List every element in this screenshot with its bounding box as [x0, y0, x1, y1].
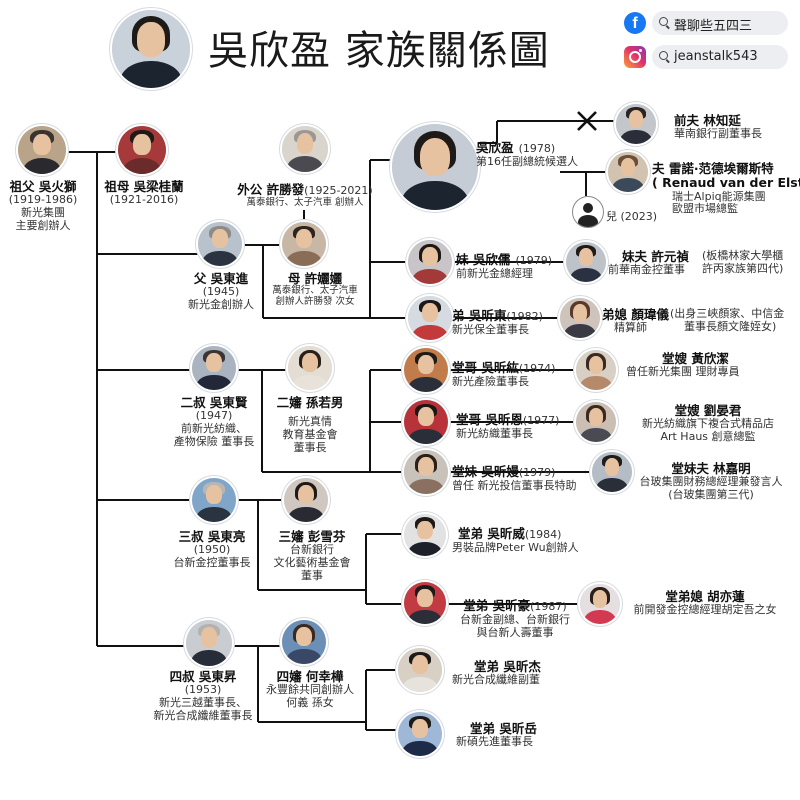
- grandmother-portrait: [118, 126, 166, 174]
- brother-portrait: [408, 296, 452, 340]
- brother-wife-label: 弟媳 顏瑋儀 精算師: [602, 307, 669, 335]
- brother-label: 弟 吳昕東(1982) 新光保全董事長: [452, 308, 543, 337]
- grandmother-label: 祖母 吳梁桂蘭 (1921-2016): [104, 179, 184, 207]
- sister-portrait: [408, 240, 452, 284]
- sister-husband-note: (板橋林家大學櫃 許丙家族第四代): [702, 249, 784, 275]
- instagram-icon: [624, 46, 646, 68]
- self-label: 吳欣盈 (1978) 第16任副總統候選人: [476, 140, 578, 169]
- cousin-xinyuan-portrait: [404, 450, 448, 494]
- self-portrait: [392, 124, 478, 210]
- brother-wife-note: (出身三峽顏家、中信金 董事長顏文隆姪女): [670, 307, 785, 333]
- cousin-hongzhe-wife-portrait: [576, 350, 616, 390]
- aunt4-portrait: [282, 620, 326, 664]
- cousin-xinjie-label: 堂弟 吳昕杰 新光合成纖維副董: [452, 659, 541, 687]
- uncle2-label: 二叔 吳東賢 (1947) 前新光紡織、 產物保險 董事長: [173, 395, 255, 448]
- cousin-xinjie-portrait: [398, 648, 442, 692]
- sister-label: 妹 吳欣儒 (1979) 前新光金總經理: [456, 252, 553, 281]
- maternal-grandfather-label: 外公 許勝發(1925-2021) 萬泰銀行、太子汽車 創辦人: [237, 182, 373, 209]
- cousin-xinen-wife-label: 堂嫂 劉晏君 新光紡織旗下複合式精品店 Art Haus 創意總監: [642, 403, 774, 444]
- uncle4-portrait: [186, 620, 232, 666]
- instagram-handle[interactable]: jeanstalk543: [652, 45, 788, 69]
- aunt3-label: 三嬸 彭雪芬 台新銀行 文化藝術基金會 董事: [273, 529, 351, 582]
- grandfather-portrait: [18, 126, 66, 174]
- uncle2-portrait: [192, 346, 236, 390]
- cousin-xinyuan-husband-label: 堂妹夫 林嘉明 台玻集團財務總經理兼發言人 (台玻集團第三代): [639, 461, 783, 502]
- cousin-xinwei-portrait: [404, 514, 446, 556]
- uncle3-portrait: [192, 478, 236, 522]
- self-header-portrait: [112, 10, 190, 88]
- sister-husband-label: 妹夫 許元禎 前華南金控董事: [608, 249, 689, 277]
- maternal-grandfather-portrait: [282, 126, 328, 172]
- cousin-xinen-portrait: [404, 400, 448, 444]
- father-portrait: [198, 222, 242, 266]
- father-label: 父 吳東進 (1945) 新光金創辦人: [188, 271, 254, 312]
- cousin-xinyue-portrait: [398, 712, 442, 756]
- cousin-xinyuan-husband-portrait: [592, 452, 632, 492]
- facebook-icon: f: [624, 12, 646, 34]
- cousin-xinhao-label: 堂弟 吳昕豪(1987) 台新金副總、台新銀行 與台新人壽董事: [460, 598, 570, 640]
- uncle4-label: 四叔 吳東昇 (1953) 新光三越董事長、 新光合成纖維董事長: [153, 669, 253, 722]
- cousin-xinyuan-label: 堂妹 吳昕嫚(1979) 曾任 新光投信董事長特助: [452, 464, 577, 493]
- son-placeholder-icon: [572, 196, 604, 228]
- mother-label: 母 許孋孋 萬泰銀行、太子汽車 創辦人許勝發 次女: [272, 271, 358, 308]
- sister-husband-portrait: [566, 242, 606, 282]
- cousin-hongzhe-label: 堂哥 吳昕紘(1974) 新光產險董事長: [452, 360, 556, 389]
- page-title: 吳欣盈 家族關係圖: [208, 28, 550, 74]
- aunt4-label: 四嬸 何幸樺 永豐餘共同創辦人 何義 孫女: [266, 669, 354, 710]
- aunt3-portrait: [284, 478, 328, 522]
- cousin-xinen-wife-portrait: [576, 402, 616, 442]
- grandfather-label: 祖父 吳火獅 (1919-1986) 新光集團 主要創辦人: [8, 179, 78, 232]
- husband-label: 夫 雷諾·范德埃爾斯特 ( Renaud van der Elst ) 瑞士Al…: [652, 161, 800, 216]
- aunt2-label: 二嬸 孫若男 新光真情 教育基金會 董事長: [276, 395, 344, 454]
- search-icon: [659, 51, 668, 60]
- cousin-xinyue-label: 堂弟 吳昕岳 新碩先進董事長: [456, 721, 537, 749]
- divorce-x-icon: [577, 111, 597, 131]
- ex-husband-portrait: [616, 104, 656, 144]
- son-label: 兒 (2023): [606, 210, 658, 223]
- cousin-xinwei-label: 堂弟 吳昕威(1984) 男裝品牌Peter Wu創辦人: [452, 526, 579, 555]
- cousin-hongzhe-wife-label: 堂嫂 黃欣潔 曾任新光集團 理財專員: [626, 351, 740, 379]
- cousin-xinhao-wife-portrait: [580, 584, 620, 624]
- cousin-xinhao-portrait: [404, 582, 446, 624]
- cousin-xinhao-wife-label: 堂弟媳 胡亦蓮 前開發金控總經理胡定吾之女: [633, 589, 777, 617]
- uncle3-label: 三叔 吳東亮 (1950) 台新金控董事長: [173, 529, 251, 570]
- search-icon: [659, 17, 668, 26]
- husband-portrait: [608, 152, 648, 192]
- cousin-hongzhe-portrait: [404, 348, 448, 392]
- ex-husband-label: 前夫 林知延 華南銀行副董事長: [674, 113, 762, 141]
- mother-portrait: [282, 222, 326, 266]
- brother-wife-portrait: [560, 298, 600, 338]
- aunt2-portrait: [288, 346, 332, 390]
- cousin-xinen-label: 堂哥 吳昕恩(1977) 新光紡織董事長: [456, 412, 560, 441]
- facebook-handle[interactable]: 聲聊些五四三: [652, 11, 788, 35]
